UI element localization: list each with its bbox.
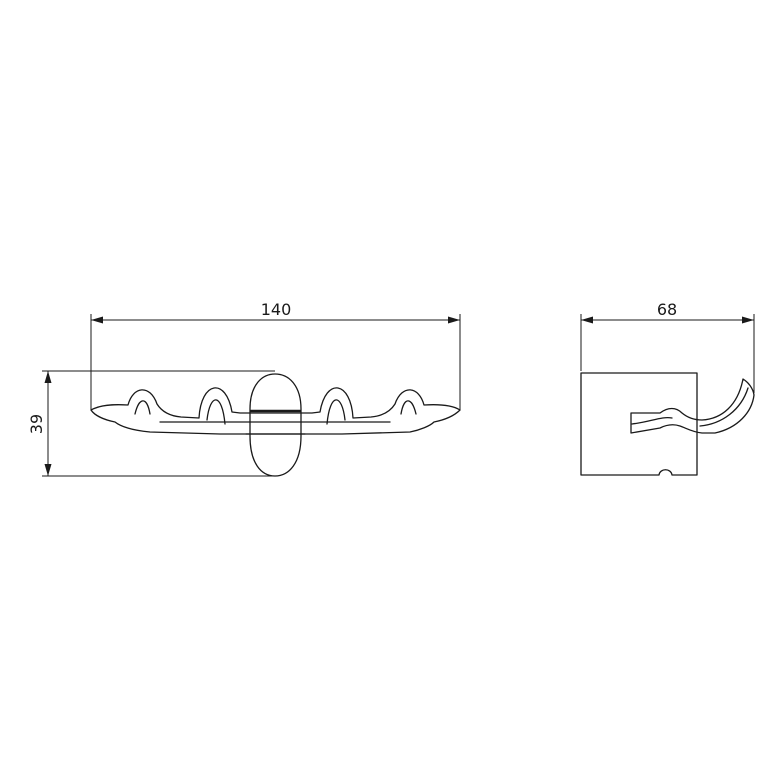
height-dimension: 39 [27,370,275,477]
hook-inner-3 [326,399,346,425]
depth-dimension: 68 [580,300,755,393]
height-dimension-label: 39 [27,414,46,434]
width-dimension: 140 [90,300,461,410]
width-dimension-label: 140 [261,300,292,319]
side-hook-inner-edge [699,387,749,427]
depth-arrow-left [581,316,593,324]
depth-arrow-right [742,316,754,324]
hook-inner-2 [206,399,226,425]
hook-inner-4 [400,400,417,415]
hook-inner-1 [134,400,151,415]
width-arrow-left [91,316,103,324]
height-arrow-bottom [44,464,52,476]
depth-dimension-label: 68 [657,300,677,319]
front-view [90,373,461,477]
height-arrow-top [44,371,52,383]
side-plate-outline [580,372,698,476]
mounting-plate-outline [249,373,302,477]
hook-bar-outline [90,387,461,435]
width-arrow-right [448,316,460,324]
side-view [580,372,755,476]
side-hook-outline [630,378,755,434]
side-hook-base-line [631,416,673,425]
